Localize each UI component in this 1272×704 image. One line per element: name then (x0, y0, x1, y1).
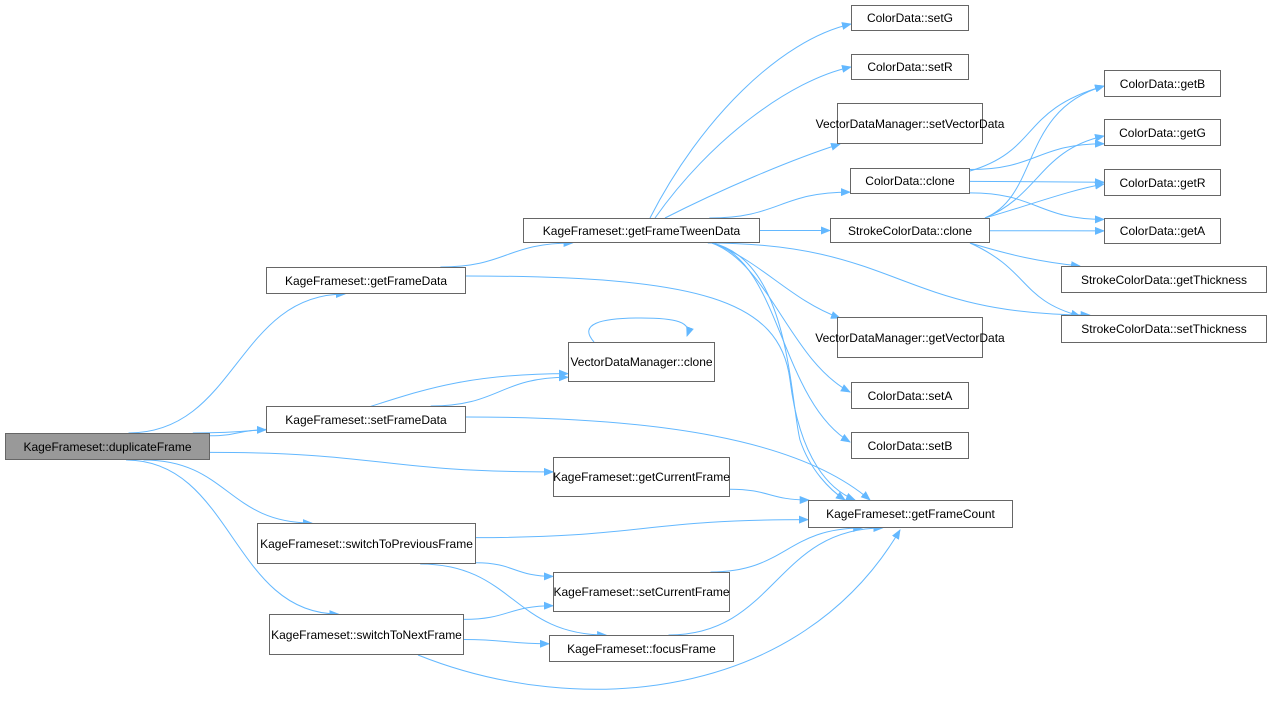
edge-switchToNext-to-getFrameCount (417, 529, 901, 690)
edge-scdClone-to-cdGetG (984, 134, 1105, 219)
node-label: KageFrameset::switchToNext (271, 627, 428, 642)
node-vdmSetVectorData[interactable]: VectorDataManager::setVectorData (816, 103, 1004, 144)
node-label: StrokeColorData::setThickness (1081, 322, 1247, 336)
node-label: KageFrameset::getCurrent (553, 470, 696, 484)
edge-getFrameData-to-getFrameCount (465, 275, 856, 501)
edge-cdClone-to-cdGetA (969, 192, 1105, 224)
node-scdSetThickness[interactable]: StrokeColorData::setThickness (1061, 315, 1267, 343)
edge-getFrameTweenData-to-cdSetG (649, 22, 852, 219)
node-label: KageFrameset::duplicateFrame (23, 439, 192, 454)
node-cdGetR[interactable]: ColorData::getR (1104, 169, 1221, 196)
edge-getFrameTweenData-to-cdSetA (711, 242, 851, 393)
edge-switchToPrev-to-focusFrame (420, 563, 608, 639)
node-label: StrokeColorData::getThickness (1080, 272, 1248, 287)
edge-getFrameTweenData-to-cdSetR (654, 64, 852, 219)
node-label: clone (683, 355, 713, 369)
edge-getFrameTweenData-to-cdSetB (711, 242, 851, 443)
edge-getFrameData-to-getFrameTweenData (440, 239, 574, 268)
edge-scdClone-to-cdGetB (984, 84, 1105, 219)
node-scdGetThickness[interactable]: StrokeColorData::getThickness (1061, 266, 1267, 293)
node-cdSetB[interactable]: ColorData::setB (851, 432, 969, 459)
node-label: ColorData::setB (867, 438, 953, 453)
node-label: Frame (695, 470, 730, 484)
node-focusFrame[interactable]: KageFrameset::focusFrame (549, 635, 734, 662)
node-getFrameTweenData[interactable]: KageFrameset::getFrameTweenData (523, 218, 760, 243)
node-label: ColorData::getB (1119, 76, 1206, 91)
node-cdClone[interactable]: ColorData::clone (850, 168, 970, 194)
edge-switchToPrev-to-getFrameCount (475, 515, 809, 539)
edge-cdClone-to-cdGetG (969, 139, 1105, 170)
node-setFrameData[interactable]: KageFrameset::setFrameData (266, 406, 466, 433)
node-label: Frame (427, 627, 462, 642)
node-label: VectorDataManager:: (570, 355, 684, 369)
edge-getCurrentFrame-to-getFrameCount (729, 488, 810, 504)
edge-switchToNext-to-focusFrame (463, 639, 550, 648)
node-duplicateFrame: KageFrameset::duplicateFrame (5, 433, 210, 460)
node-vdmClone[interactable]: VectorDataManager::clone (568, 342, 715, 382)
node-label: KageFrameset::getFrameCount (826, 507, 995, 521)
node-getFrameCount[interactable]: KageFrameset::getFrameCount (808, 500, 1013, 528)
edge-duplicateFrame-to-getFrameData (128, 290, 346, 434)
node-cdSetG[interactable]: ColorData::setG (851, 5, 969, 31)
node-label: Frame (694, 585, 730, 599)
node-cdGetB[interactable]: ColorData::getB (1104, 70, 1221, 97)
node-label: ColorData::setR (867, 60, 953, 74)
edge-duplicateFrame-to-setFrameData (209, 425, 267, 437)
edge-getFrameTweenData-to-vdmSetVectorData (664, 142, 841, 219)
edge-duplicateFrame-to-switchToPrev (143, 459, 313, 527)
node-label: ColorData::clone (865, 174, 955, 188)
node-label: getVectorData (928, 330, 1005, 345)
node-label: KageFrameset::switchToPrevious (260, 536, 439, 551)
node-cdGetA[interactable]: ColorData::getA (1104, 218, 1221, 244)
edge-setCurrentFrame-to-getFrameCount (710, 524, 864, 573)
node-label: KageFrameset::getFrameTweenData (542, 223, 741, 238)
edge-duplicateFrame-to-switchToNext (126, 459, 340, 618)
node-label: KageFrameset::setFrameData (285, 412, 447, 427)
edge-vdmClone-to-vdmClone (588, 317, 694, 343)
edge-scdClone-to-scdGetThickness (969, 242, 1081, 270)
node-cdSetR[interactable]: ColorData::setR (851, 54, 969, 80)
node-label: KageFrameset::getFrameData (284, 273, 448, 288)
edge-getFrameTweenData-to-getFrameCount (711, 242, 846, 501)
node-label: KageFrameset::setCurrent (553, 585, 695, 599)
node-label: KageFrameset::focusFrame (567, 641, 716, 656)
edge-setFrameData-to-vdmClone (430, 373, 569, 407)
node-scdClone[interactable]: StrokeColorData::clone (830, 218, 990, 243)
node-cdSetA[interactable]: ColorData::setA (851, 382, 969, 409)
node-label: StrokeColorData::clone (847, 223, 973, 238)
edge-getFrameTweenData-to-scdSetThickness (707, 242, 1091, 319)
edge-duplicateFrame-to-getCurrentFrame (209, 451, 554, 476)
edge-switchToNext-to-setCurrentFrame (463, 601, 554, 620)
node-label: ColorData::getA (1119, 224, 1206, 238)
node-label: ColorData::getR (1119, 175, 1206, 190)
edge-setFrameData-to-getFrameCount (465, 416, 871, 501)
node-label: VectorDataManager:: (815, 116, 930, 131)
edge-focusFrame-to-getFrameCount (668, 524, 884, 636)
edge-scdClone-to-cdGetR (984, 181, 1105, 219)
node-label: ColorData::setG (866, 11, 954, 25)
node-getFrameData[interactable]: KageFrameset::getFrameData (266, 267, 466, 294)
node-cdGetG[interactable]: ColorData::getG (1104, 119, 1221, 146)
node-label: Frame (438, 536, 473, 551)
node-label: ColorData::getG (1119, 125, 1206, 140)
node-label: ColorData::setA (867, 388, 953, 403)
node-vdmGetVectorData[interactable]: VectorDataManager::getVectorData (815, 317, 1005, 358)
edge-switchToPrev-to-setCurrentFrame (475, 562, 554, 581)
edge-cdClone-to-cdGetB (969, 84, 1105, 172)
edge-getFrameTweenData-to-cdClone (709, 188, 851, 219)
edge-cdClone-to-cdGetR (969, 178, 1105, 187)
node-label: VectorDataManager:: (815, 330, 929, 345)
node-label: setVectorData (929, 116, 1005, 131)
edge-scdClone-to-scdSetThickness (969, 242, 1081, 318)
